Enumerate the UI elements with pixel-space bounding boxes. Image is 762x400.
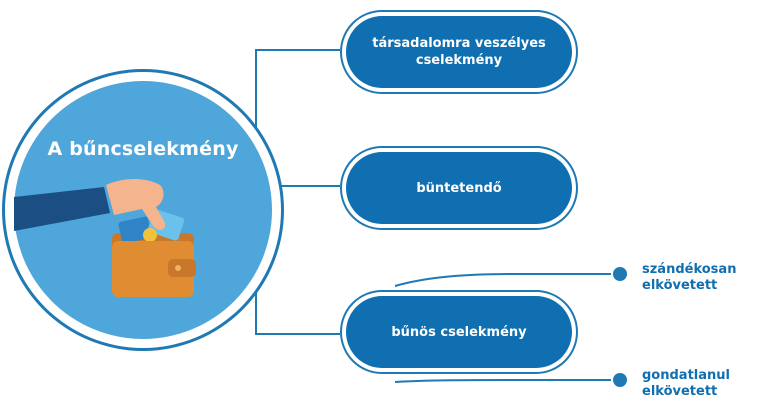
sub-branch-dot-intentional <box>613 267 627 281</box>
wallet-front <box>112 241 194 297</box>
connector-sub-bottom <box>394 379 618 383</box>
wallet-clasp <box>168 259 196 277</box>
pill-culpable-act: bűnös cselekmény <box>346 296 572 368</box>
hand <box>106 179 166 230</box>
sleeve <box>14 187 110 231</box>
connector-sub-top <box>394 273 618 287</box>
sub-branch-negligent: gondatlanul elkövetett <box>642 368 730 399</box>
sub-branch-intentional: szándékosan elkövetett <box>642 262 737 293</box>
pill-punishable: büntetendő <box>346 152 572 224</box>
pill-3-label: bűnös cselekmény <box>391 324 527 340</box>
pill-2-label: büntetendő <box>416 180 502 196</box>
pill-1-label: társadalomra veszélyes cselekmény <box>372 36 546 68</box>
coin <box>143 228 157 242</box>
connector-top <box>255 49 340 132</box>
center-circle: A bűncselekmény <box>14 81 272 339</box>
wallet-hand-illustration <box>14 179 196 297</box>
pill-dangerous-act: társadalomra veszélyes cselekmény <box>346 16 572 88</box>
sub-branch-dot-negligent <box>613 373 627 387</box>
center-title: A bűncselekmény <box>47 138 239 160</box>
